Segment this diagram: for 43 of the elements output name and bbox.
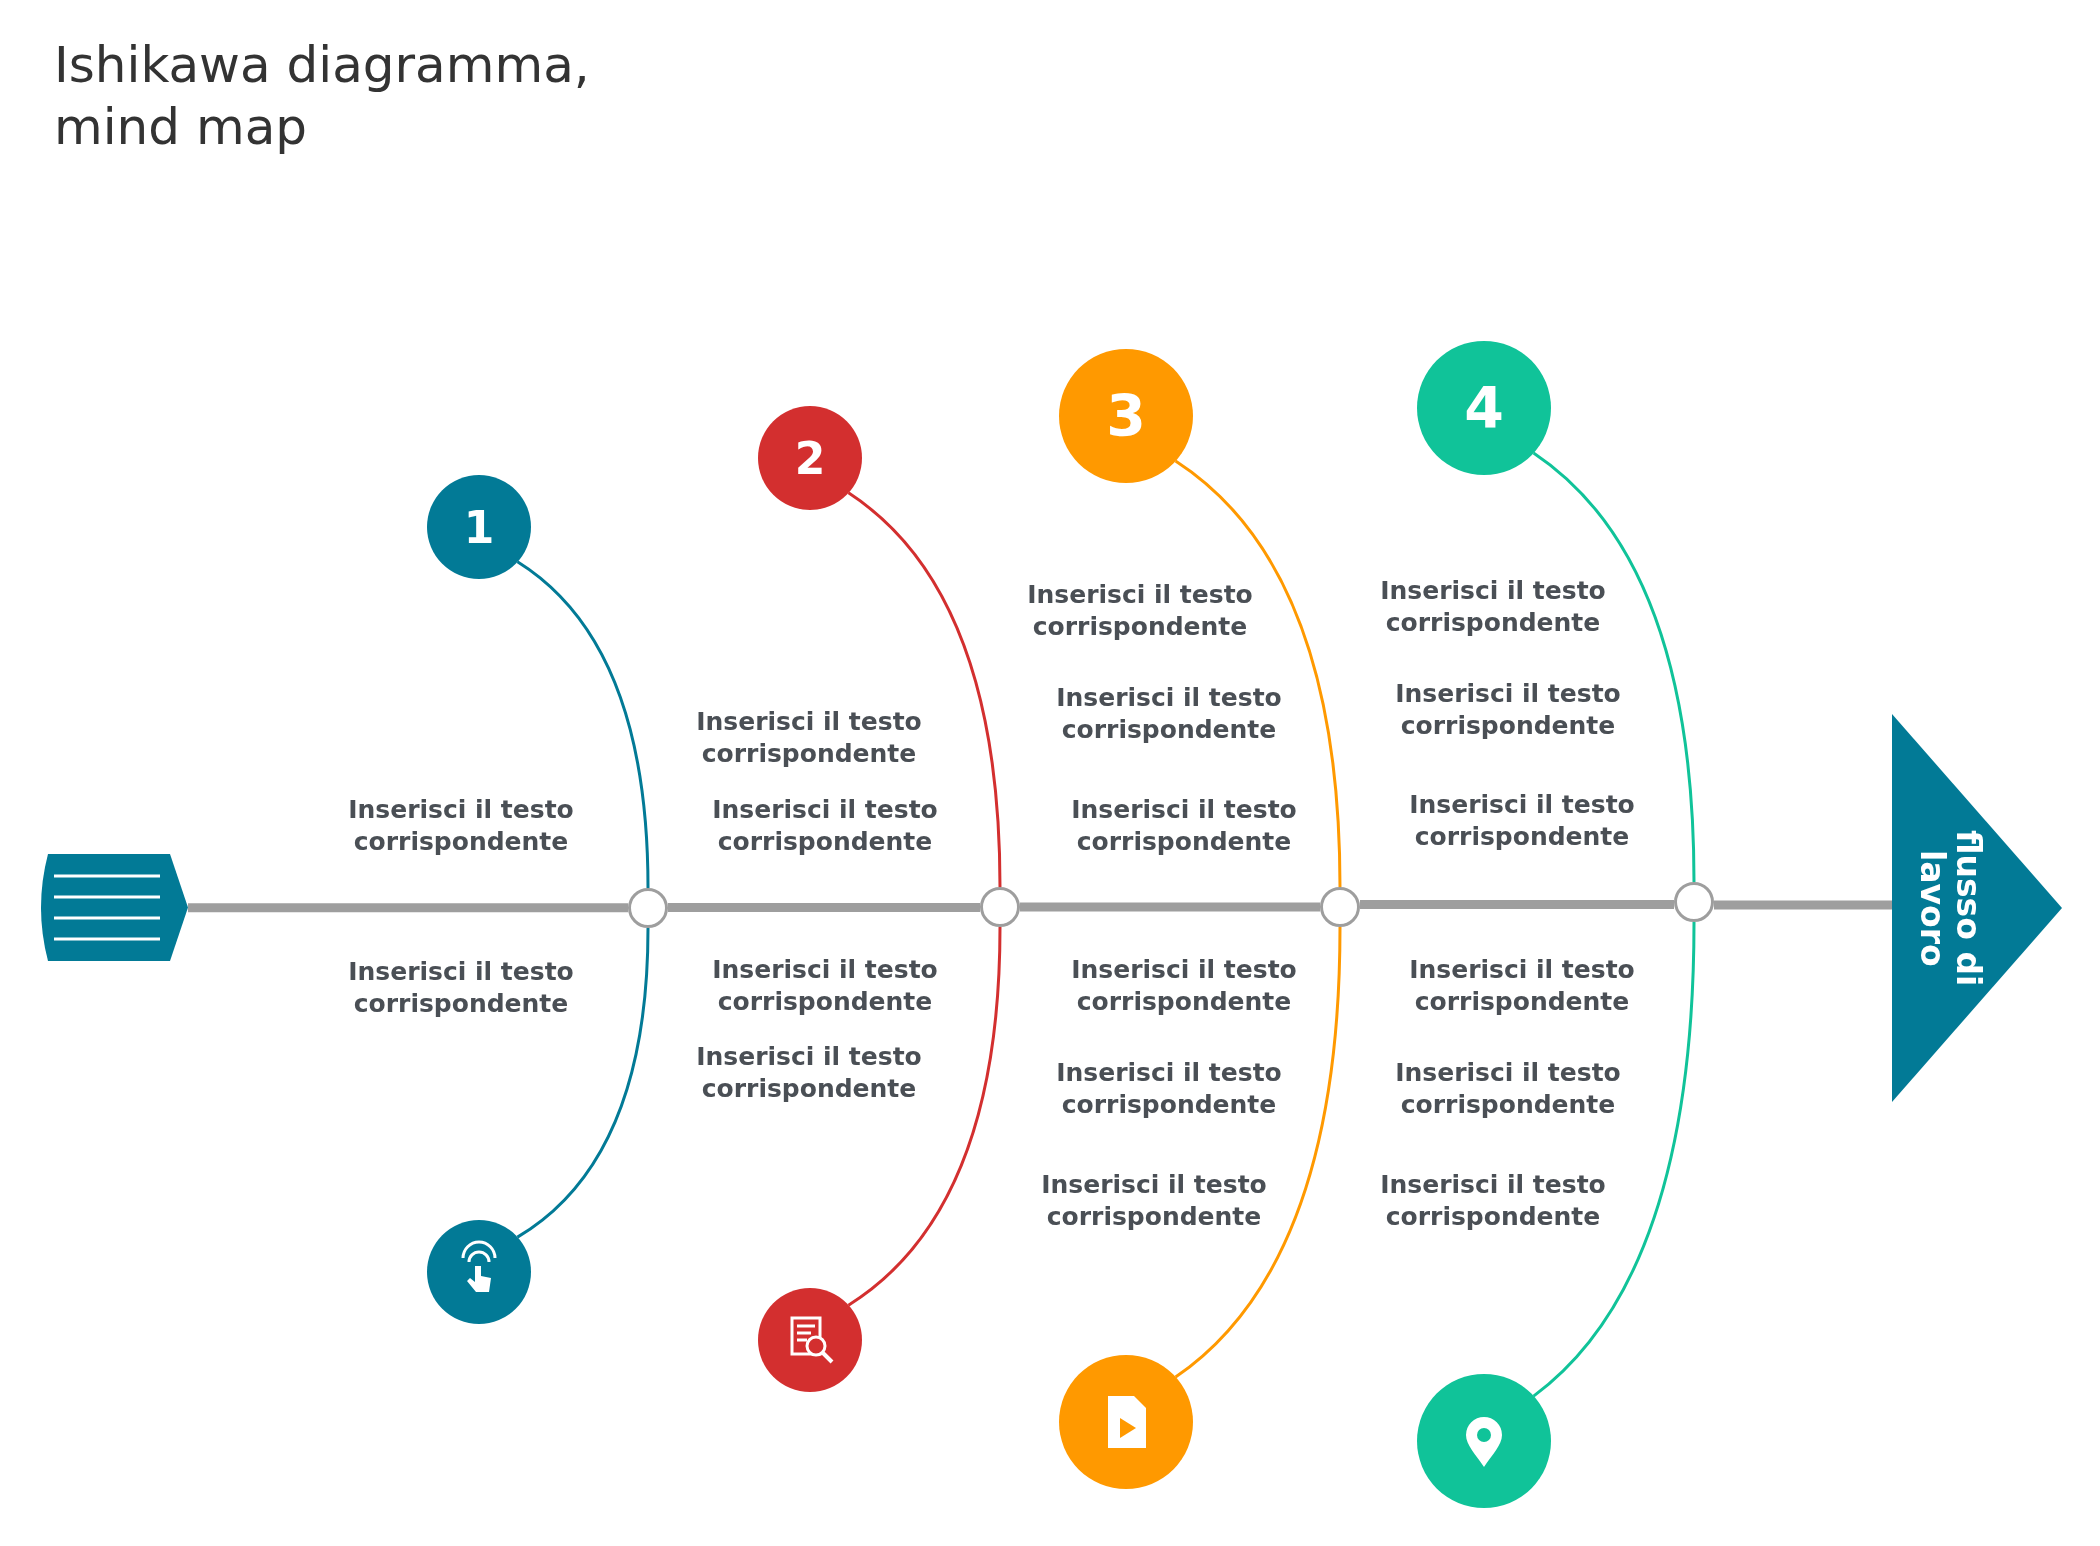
placeholder-text: Inserisci il testo corrispondente [1394, 678, 1622, 742]
connector-line [1174, 459, 1342, 888]
placeholder-text: Inserisci il testo corrispondente [1408, 789, 1636, 853]
connector-line [1360, 900, 1674, 909]
junction-circle [628, 888, 668, 928]
placeholder-text: Inserisci il testo corrispondente [1055, 1057, 1283, 1121]
step-number: 2 [794, 432, 826, 484]
placeholder-text: Inserisci il testo corrispondente [1026, 579, 1254, 643]
placeholder-text: Inserisci il testo corrispondente [347, 956, 575, 1020]
step-number: 3 [1106, 383, 1146, 449]
connector-line [668, 903, 980, 912]
placeholder-text: Inserisci il testo corrispondente [1379, 575, 1607, 639]
placeholder-text: Inserisci il testo corrispondente [1408, 954, 1636, 1018]
connector-line [1020, 902, 1320, 912]
head-label: flusso di lavoro [1914, 828, 1986, 989]
placeholder-text: Inserisci il testo corrispondente [695, 706, 923, 770]
placeholder-text: Inserisci il testo corrispondente [711, 954, 939, 1018]
junction-circle [980, 887, 1020, 927]
connector-line [516, 927, 650, 1239]
junction-circle [1674, 882, 1714, 922]
connector-line [1532, 921, 1696, 1398]
fish-head-arrow [1892, 714, 2062, 1102]
placeholder-text: Inserisci il testo corrispondente [1070, 954, 1298, 1018]
connector-line [1532, 451, 1696, 883]
placeholder-text: Inserisci il testo corrispondente [695, 1041, 923, 1105]
connector-line [847, 926, 1002, 1307]
connector-line [1174, 926, 1342, 1379]
placeholder-text: Inserisci il testo corrispondente [1070, 794, 1298, 858]
placeholder-text: Inserisci il testo corrispondente [347, 794, 575, 858]
step-number: 1 [463, 501, 495, 553]
connector-line [188, 903, 628, 913]
placeholder-text: Inserisci il testo corrispondente [1040, 1169, 1268, 1233]
step-number: 4 [1464, 375, 1504, 441]
connector-line [1714, 900, 1892, 910]
junction-circle [1320, 887, 1360, 927]
placeholder-text: Inserisci il testo corrispondente [1379, 1169, 1607, 1233]
connector-line [516, 560, 650, 889]
title: Ishikawa diagramma, mind map [54, 35, 591, 158]
fish-tail [40, 854, 188, 961]
connector-line [847, 491, 1002, 888]
placeholder-text: Inserisci il testo corrispondente [1394, 1057, 1622, 1121]
placeholder-text: Inserisci il testo corrispondente [1055, 682, 1283, 746]
placeholder-text: Inserisci il testo corrispondente [711, 794, 939, 858]
